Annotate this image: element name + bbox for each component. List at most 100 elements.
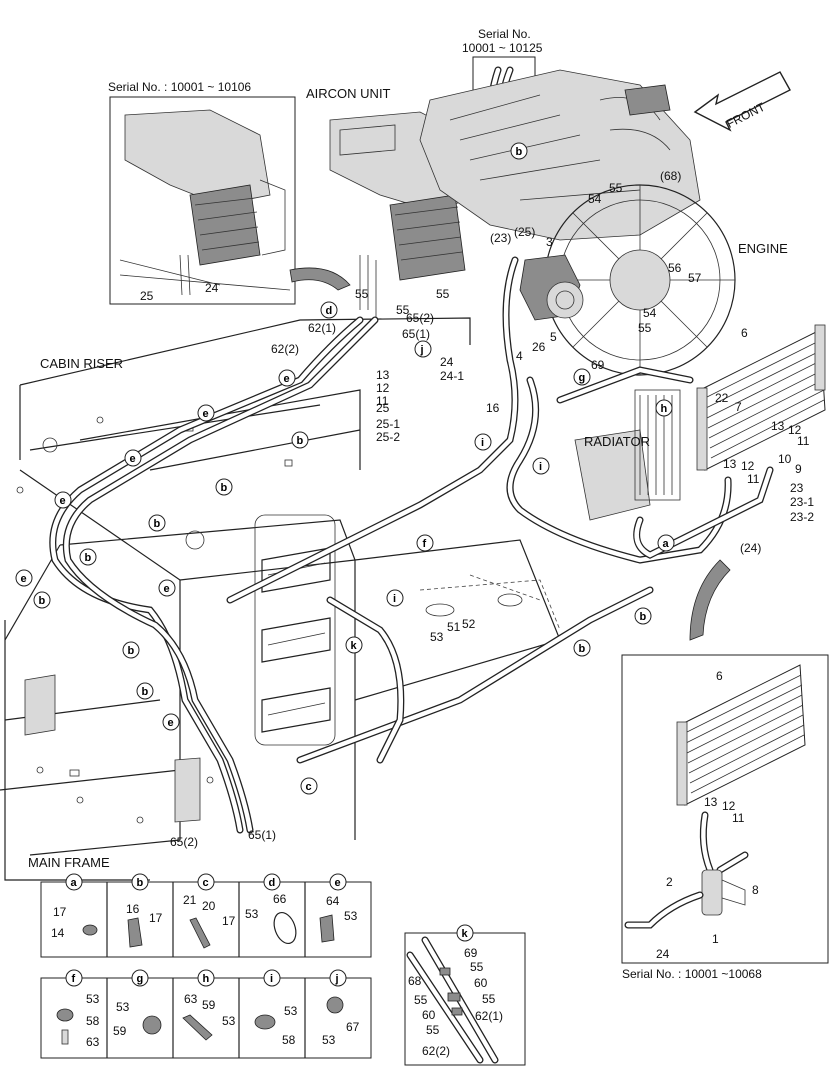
callout-b-top: b [510, 142, 528, 160]
svg-text:g: g [137, 973, 144, 985]
label-24-inset-bottom: 24 [656, 947, 670, 961]
callout-e-7: e [162, 713, 180, 731]
svg-text:b: b [154, 518, 161, 530]
label-7: 7 [735, 400, 742, 414]
svg-text:e: e [203, 408, 209, 420]
svg-text:f: f [72, 973, 76, 985]
svg-text:j: j [420, 344, 424, 356]
engine [419, 69, 736, 376]
label-13-inset: 13 [704, 795, 718, 809]
svg-text:f: f [423, 538, 427, 550]
label-13c: 13 [376, 368, 390, 382]
svg-text:58: 58 [282, 1033, 296, 1047]
label-65-2a: 65(2) [406, 311, 434, 325]
title-main-frame: MAIN FRAME [28, 855, 110, 870]
detail-cell-f: f 53 58 63 [56, 969, 100, 1049]
inset-aircon-serial-10106: 25 24 [109, 96, 296, 305]
part-labels: 54 55 (68) (23) (25) 3 56 57 54 55 5 26 … [170, 169, 814, 849]
callout-b-5: b [33, 591, 51, 609]
callout-b-6: b [122, 641, 140, 659]
svg-text:20: 20 [202, 899, 216, 913]
label-5: 5 [550, 330, 557, 344]
svg-text:b: b [579, 643, 586, 655]
callout-i-1: i [474, 433, 492, 451]
label-51: 51 [447, 620, 461, 634]
svg-text:21: 21 [183, 893, 197, 907]
label-2: 2 [666, 875, 673, 889]
svg-text:b: b [640, 611, 647, 623]
detail-table: a 17 14 b 16 17 c 21 20 17 d 53 66 [40, 873, 372, 1059]
label-13a: 13 [771, 419, 785, 433]
svg-text:b: b [516, 146, 523, 158]
svg-text:60: 60 [422, 1008, 436, 1022]
svg-text:a: a [71, 877, 78, 889]
label-68: (68) [660, 169, 681, 183]
label-23b: (23) [490, 231, 511, 245]
callout-d: d [320, 301, 338, 319]
svg-text:53: 53 [222, 1014, 236, 1028]
svg-text:k: k [462, 928, 469, 940]
label-65-1b: 65(1) [248, 828, 276, 842]
detail-cell-g: g 53 59 [113, 969, 162, 1038]
svg-text:67: 67 [346, 1020, 360, 1034]
callout-k: k [345, 636, 363, 654]
label-55b: 55 [638, 321, 652, 335]
label-62-1: 62(1) [308, 321, 336, 335]
label-55c: 55 [355, 287, 369, 301]
svg-text:b: b [221, 482, 228, 494]
svg-text:b: b [128, 645, 135, 657]
detail-k: k 69 55 68 60 55 55 60 62(1) 55 62(2) [404, 924, 526, 1066]
title-radiator: RADIATOR [584, 434, 650, 449]
callout-b-8: b [634, 607, 652, 625]
label-24c: (24) [740, 541, 761, 555]
svg-text:14: 14 [51, 926, 65, 940]
svg-text:60: 60 [474, 976, 488, 990]
label-53: 53 [430, 630, 444, 644]
svg-text:55: 55 [470, 960, 484, 974]
callout-c: c [300, 777, 318, 795]
svg-text:d: d [269, 877, 276, 889]
label-55d: 55 [396, 303, 410, 317]
label-4: 4 [516, 349, 523, 363]
title-aircon-unit: AIRCON UNIT [306, 86, 391, 101]
label-54b: 54 [643, 306, 657, 320]
svg-text:c: c [306, 781, 312, 793]
label-26: 26 [532, 340, 546, 354]
label-24d: 24 [440, 355, 454, 369]
label-65-1a: 65(1) [402, 327, 430, 341]
callouts: d j e b e b e b e b e b e b b e g h i i … [15, 142, 675, 795]
label-69: 69 [591, 358, 605, 372]
svg-text:a: a [663, 538, 670, 550]
callout-e-2: e [197, 404, 215, 422]
label-25-1: 25-1 [376, 417, 400, 431]
svg-text:53: 53 [284, 1004, 298, 1018]
callout-b-7: b [136, 682, 154, 700]
label-11a: 11 [797, 434, 810, 448]
inset-pointer-arrow [289, 267, 351, 291]
svg-text:53: 53 [245, 907, 259, 921]
callout-e-1: e [278, 369, 296, 387]
detail-cell-c: c 21 20 17 [183, 873, 236, 949]
radiator-block [574, 389, 681, 521]
svg-text:g: g [579, 372, 586, 384]
label-11b: 11 [747, 472, 760, 486]
label-11c: 11 [376, 394, 389, 408]
callout-e-6: e [158, 579, 176, 597]
svg-text:17: 17 [222, 914, 236, 928]
callout-b-9: b [573, 639, 591, 657]
svg-text:63: 63 [184, 992, 198, 1006]
callout-i-2: i [532, 457, 550, 475]
svg-text:53: 53 [344, 909, 358, 923]
label-57: 57 [688, 271, 702, 285]
front-arrow: FRONT [693, 71, 791, 132]
svg-text:55: 55 [426, 1023, 440, 1037]
svg-text:b: b [142, 686, 149, 698]
label-55e: 55 [436, 287, 450, 301]
condenser-main [696, 324, 826, 471]
svg-text:53: 53 [322, 1033, 336, 1047]
callout-e-3: e [124, 449, 142, 467]
svg-text:k: k [351, 640, 358, 652]
svg-text:62(1): 62(1) [475, 1009, 503, 1023]
detail-cell-d: d 53 66 [245, 873, 297, 945]
label-62-2: 62(2) [271, 342, 299, 356]
